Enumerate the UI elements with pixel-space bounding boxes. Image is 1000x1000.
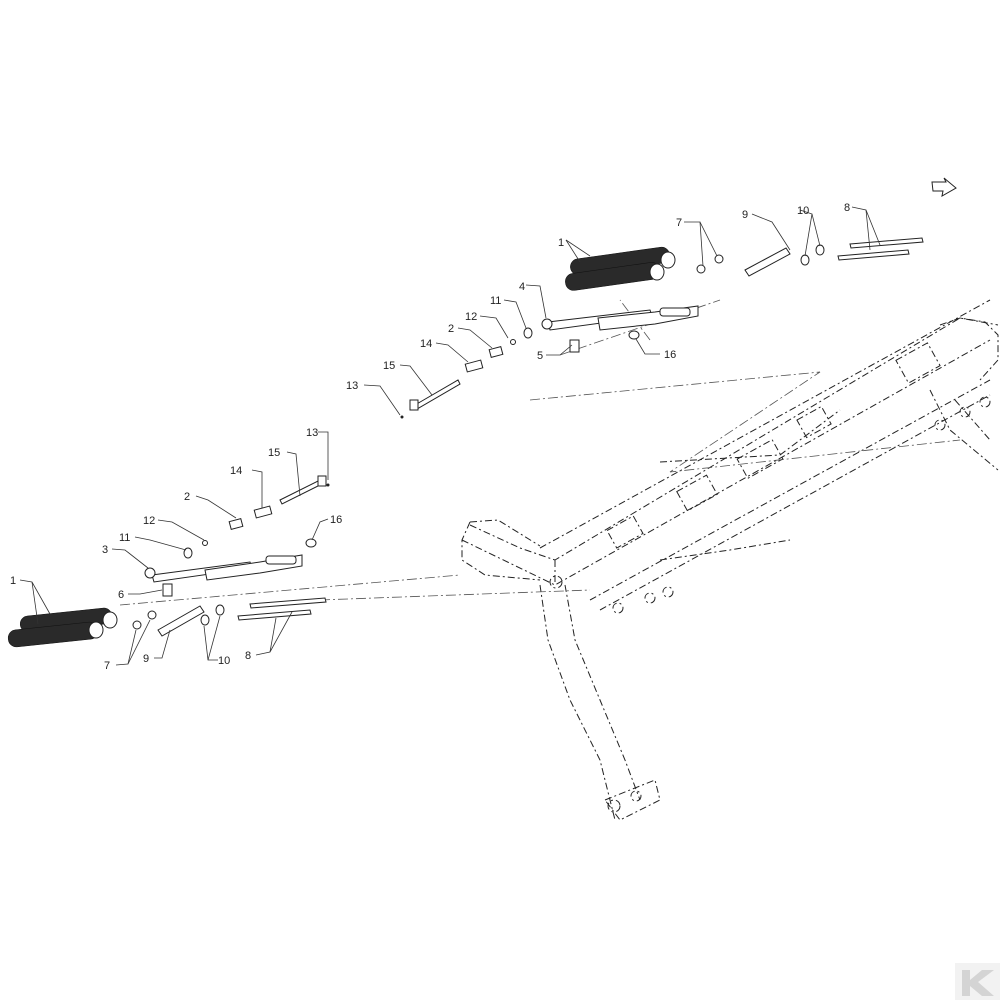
callout-10: 10 (797, 205, 809, 217)
callout-5: 5 (537, 350, 543, 362)
grease-nipple-part (628, 330, 640, 340)
decal-part (569, 339, 580, 353)
rod-part (837, 249, 910, 261)
brand-logo-icon (955, 963, 1000, 1000)
washer-part (815, 244, 825, 256)
callout-3: 3 (102, 544, 108, 556)
nut-part (147, 610, 157, 620)
pin-part (414, 379, 461, 410)
rod-part (249, 597, 327, 609)
callout-2: 2 (184, 491, 190, 503)
callout-8: 8 (245, 650, 251, 662)
sleeve-part (228, 517, 244, 531)
callout-8: 8 (844, 202, 850, 214)
cylinder-part (541, 305, 699, 331)
callout-6: 6 (118, 589, 124, 601)
callout-1: 1 (558, 237, 564, 249)
ring-part (510, 339, 516, 345)
bushing-part (183, 547, 193, 559)
assembly-lines (119, 299, 961, 606)
callout-7: 7 (104, 660, 110, 672)
pin-part (279, 479, 323, 505)
washer-part (200, 614, 210, 626)
sleeve-part (464, 359, 484, 373)
callout-11: 11 (119, 532, 130, 544)
callout-2: 2 (448, 323, 454, 335)
callout-9: 9 (742, 209, 748, 221)
nut-part (696, 264, 706, 274)
spring-part (565, 246, 676, 291)
bushing-part (523, 327, 533, 339)
callout-9: 9 (143, 653, 149, 665)
decal-part (162, 583, 173, 597)
callout-4: 4 (519, 281, 525, 293)
upper-assembly (400, 237, 924, 419)
rod-part (849, 237, 924, 249)
callout-16: 16 (330, 514, 342, 526)
callout-12: 12 (143, 515, 155, 527)
callout-1: 1 (10, 575, 16, 587)
upper-callouts: 1 7 9 10 8 4 11 12 2 14 15 13 5 16 (346, 202, 850, 392)
ring-part (202, 540, 208, 546)
washer-part (800, 254, 810, 266)
grease-nipple-part (305, 538, 317, 548)
washer-part (215, 604, 225, 616)
bolt-part (157, 605, 205, 637)
callout-16: 16 (664, 349, 676, 361)
callout-7: 7 (676, 217, 682, 229)
lower-assembly (7, 475, 330, 648)
callout-15: 15 (383, 360, 395, 372)
nut-part (714, 254, 724, 264)
pin-head-part (409, 399, 419, 411)
cylinder-part (144, 554, 303, 583)
pin-head-part (317, 475, 327, 487)
bolt-part (744, 247, 791, 277)
callout-12: 12 (465, 311, 477, 323)
cotter-part (326, 483, 330, 487)
spring-part (7, 607, 118, 648)
lower-leaders (19, 431, 329, 666)
callout-13: 13 (346, 380, 358, 392)
sleeve-part (253, 505, 273, 519)
rod-part (237, 609, 312, 621)
cotter-part (400, 415, 404, 419)
callout-11: 11 (490, 295, 501, 307)
orientation-arrow-icon (931, 177, 957, 197)
callout-14: 14 (230, 465, 242, 477)
nut-part (132, 620, 142, 630)
machine-frame (461, 299, 999, 821)
callout-14: 14 (420, 338, 432, 350)
sleeve-part (488, 345, 504, 359)
upper-leaders (363, 206, 881, 416)
callout-10: 10 (218, 655, 230, 667)
callout-13: 13 (306, 427, 318, 439)
callout-15: 15 (268, 447, 280, 459)
lower-callouts: 13 15 14 2 12 11 3 16 6 1 7 9 10 8 (10, 427, 342, 672)
